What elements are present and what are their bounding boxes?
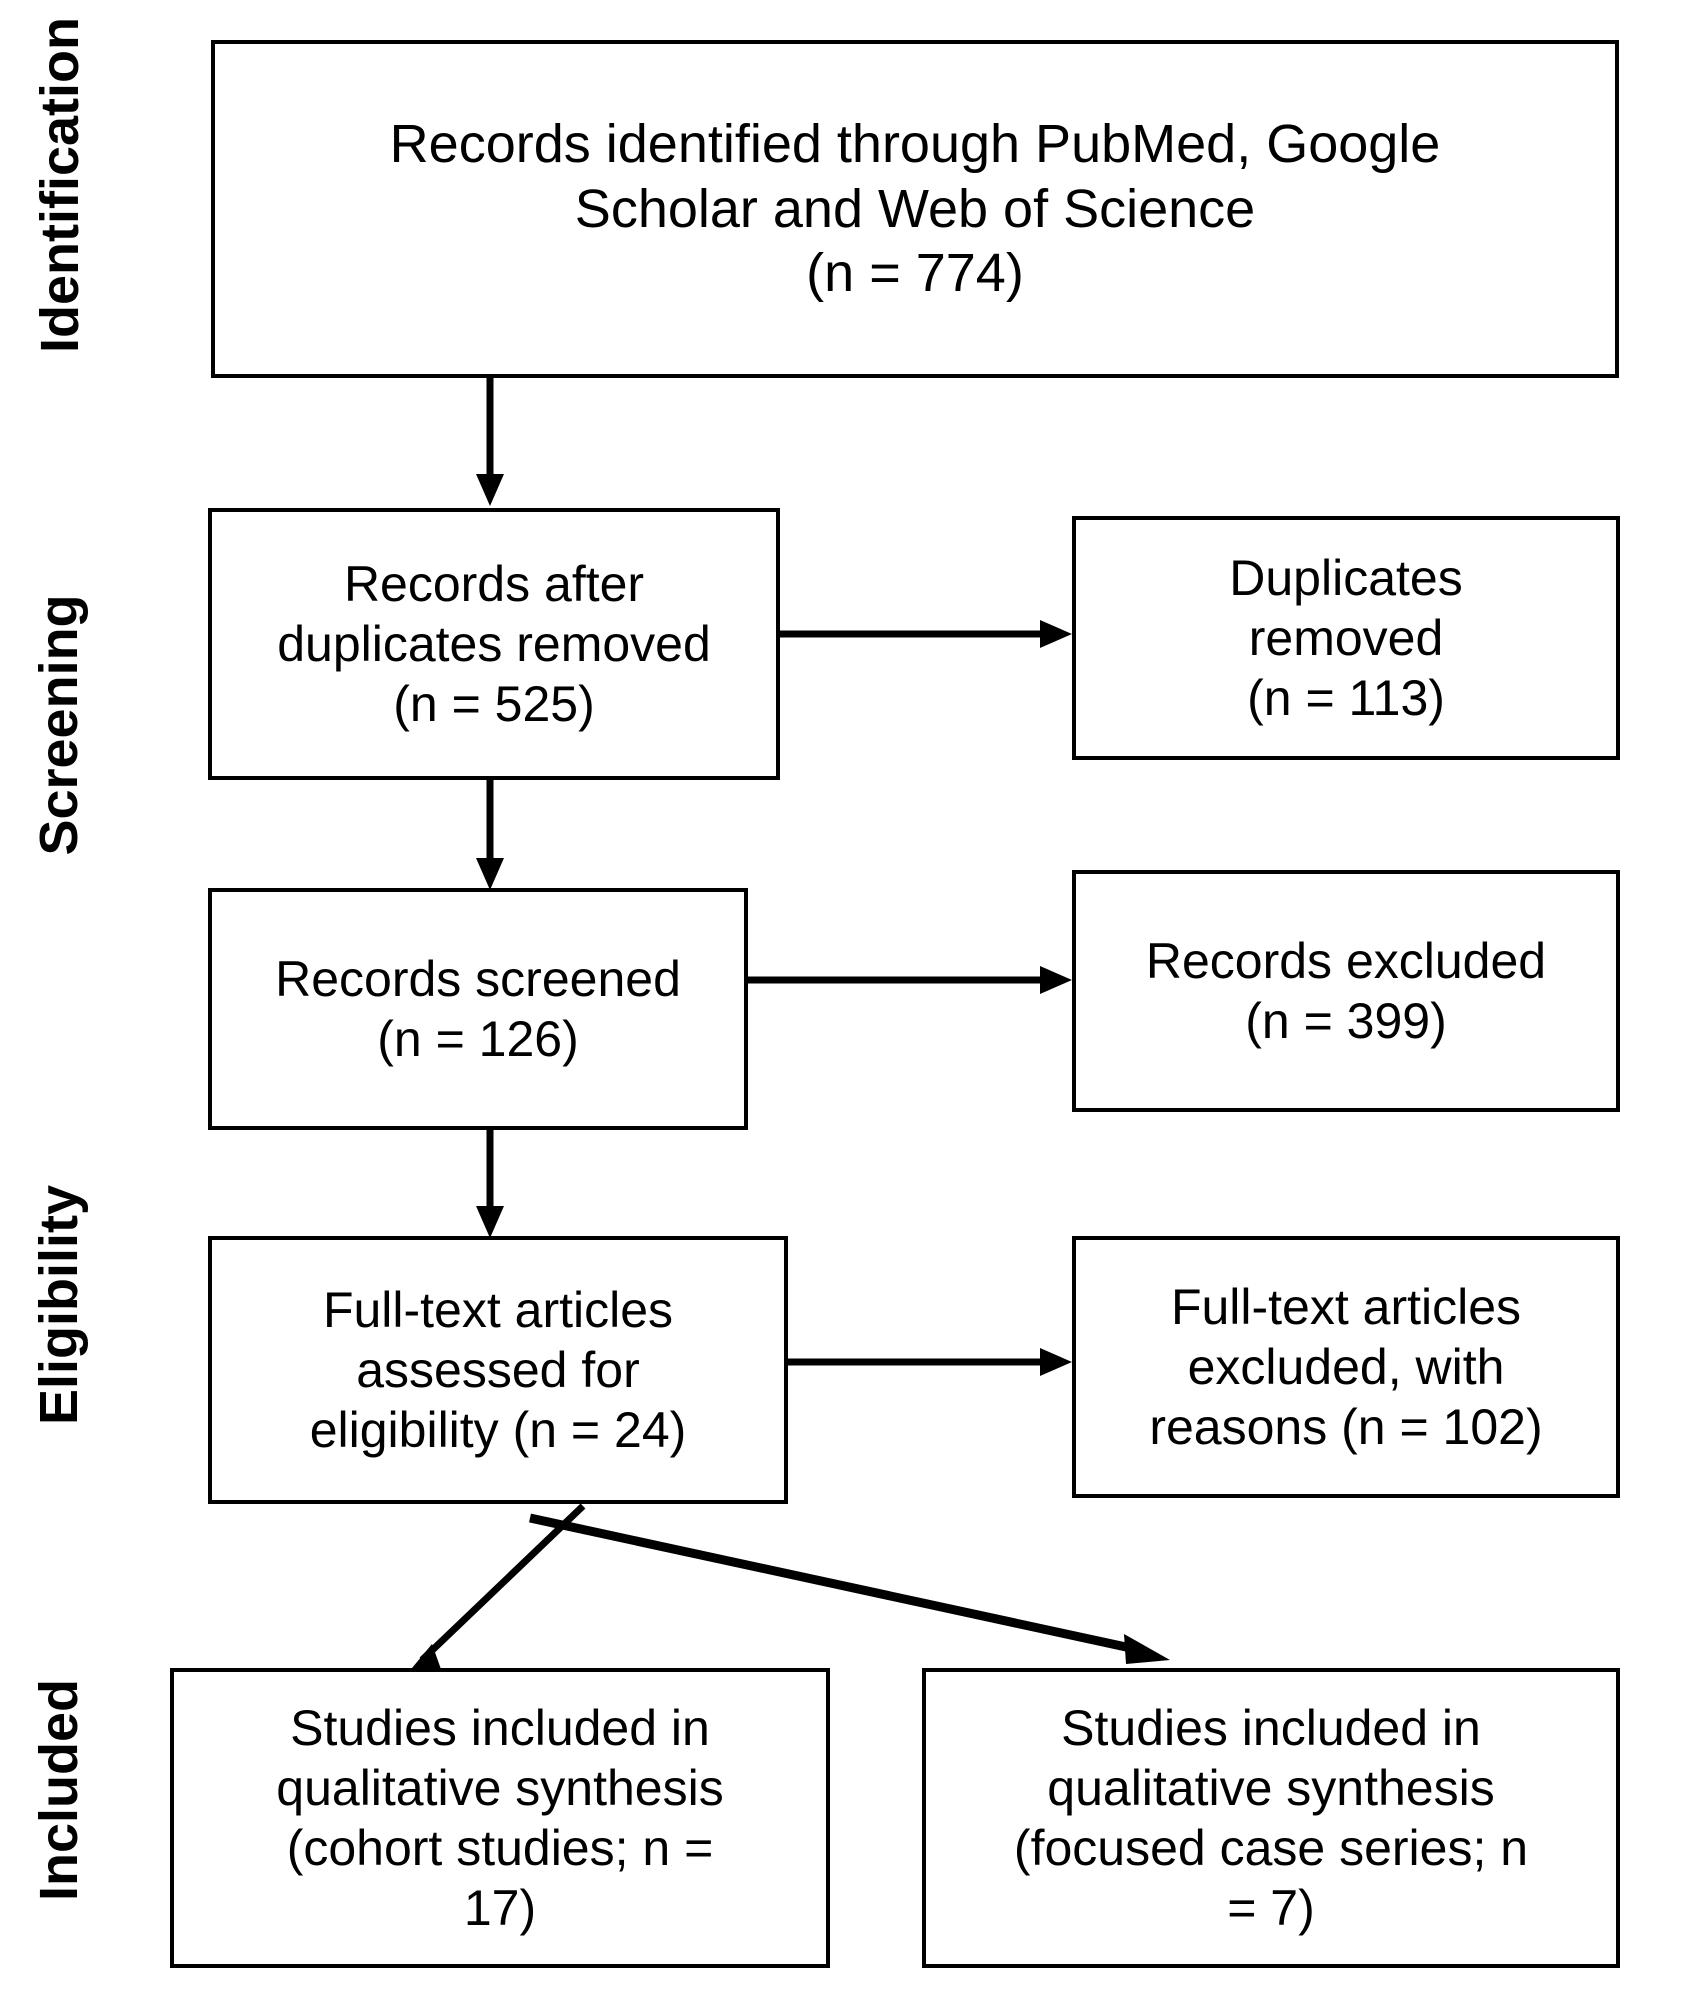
connector-records-screened-to-fulltext-assessed [470,1130,510,1240]
box-records-excluded: Records excluded (n = 399) [1072,870,1620,1112]
connector-after-duplicates-to-records-screened [470,780,510,892]
box-records-identified: Records identified through PubMed, Googl… [211,40,1619,378]
box-duplicates-removed: Duplicates removed (n = 113) [1072,516,1620,760]
box-line: qualitative synthesis [276,1760,724,1816]
box-line: Scholar and Web of Science [574,178,1256,239]
stage-label-eligibility-text: Eligibility [29,1184,89,1426]
stage-label-identification-text: Identification [30,17,90,353]
box-line: removed [1248,610,1444,666]
box-line: (focused case series; n [1013,1820,1529,1876]
box-line: Studies included in [1061,1700,1481,1756]
box-line: Full-text articles [1170,1279,1522,1335]
connector-after-duplicates-to-duplicates-removed [780,612,1076,656]
box-included-cohort-studies-text: Studies included in qualitative synthesi… [188,1698,812,1938]
box-line: = 7) [1227,1880,1315,1936]
box-records-after-duplicates: Records after duplicates removed (n = 52… [208,508,780,780]
box-line: Records identified through PubMed, Googl… [389,113,1441,174]
box-line: Full-text articles [322,1282,674,1338]
box-line: assessed for [356,1342,640,1398]
connector-fulltext-assessed-to-included-case-series [520,1510,1200,1690]
box-line: Studies included in [290,1700,710,1756]
stage-label-eligibility: Eligibility [24,1130,94,1480]
box-line: Records screened [275,951,681,1007]
box-line: (n = 126) [377,1011,579,1067]
box-records-excluded-text: Records excluded (n = 399) [1090,931,1602,1051]
box-line: (n = 399) [1245,993,1447,1049]
box-line: Duplicates [1229,550,1463,606]
box-line: duplicates removed [277,616,711,672]
box-included-cohort-studies: Studies included in qualitative synthesi… [170,1668,830,1968]
box-line: Records after [343,556,645,612]
connector-fulltext-assessed-to-fulltext-excluded [788,1340,1076,1384]
box-fulltext-excluded-text: Full-text articles excluded, with reason… [1090,1277,1602,1457]
stage-label-identification: Identification [25,15,95,355]
box-fulltext-assessed-text: Full-text articles assessed for eligibil… [226,1280,770,1460]
connector-identified-to-after-duplicates [470,378,510,508]
stage-label-screening: Screening [24,550,94,900]
box-line: (n = 525) [393,676,595,732]
box-line: qualitative synthesis [1047,1760,1495,1816]
connector-fulltext-assessed-to-included-cohort [380,1500,650,1690]
box-line: (n = 774) [806,243,1024,304]
box-duplicates-removed-text: Duplicates removed (n = 113) [1090,548,1602,728]
box-records-after-duplicates-text: Records after duplicates removed (n = 52… [226,554,762,734]
box-line: reasons (n = 102) [1149,1399,1543,1455]
box-line: excluded, with [1187,1339,1505,1395]
box-records-identified-text: Records identified through PubMed, Googl… [229,112,1601,306]
box-line: Records excluded [1145,933,1547,989]
box-line: eligibility (n = 24) [309,1402,687,1458]
stage-label-included: Included [24,1635,94,1945]
box-included-case-series-text: Studies included in qualitative synthesi… [940,1698,1602,1938]
box-line: (cohort studies; n = [286,1820,714,1876]
box-fulltext-assessed: Full-text articles assessed for eligibil… [208,1236,788,1504]
stage-label-included-text: Included [29,1679,89,1902]
box-included-case-series: Studies included in qualitative synthesi… [922,1668,1620,1968]
box-records-screened: Records screened (n = 126) [208,888,748,1130]
box-line: (n = 113) [1247,670,1445,726]
stage-label-screening-text: Screening [29,594,89,856]
connector-records-screened-to-records-excluded [748,958,1076,1002]
box-records-screened-text: Records screened (n = 126) [226,949,730,1069]
box-line: 17) [463,1880,537,1936]
box-fulltext-excluded: Full-text articles excluded, with reason… [1072,1236,1620,1498]
